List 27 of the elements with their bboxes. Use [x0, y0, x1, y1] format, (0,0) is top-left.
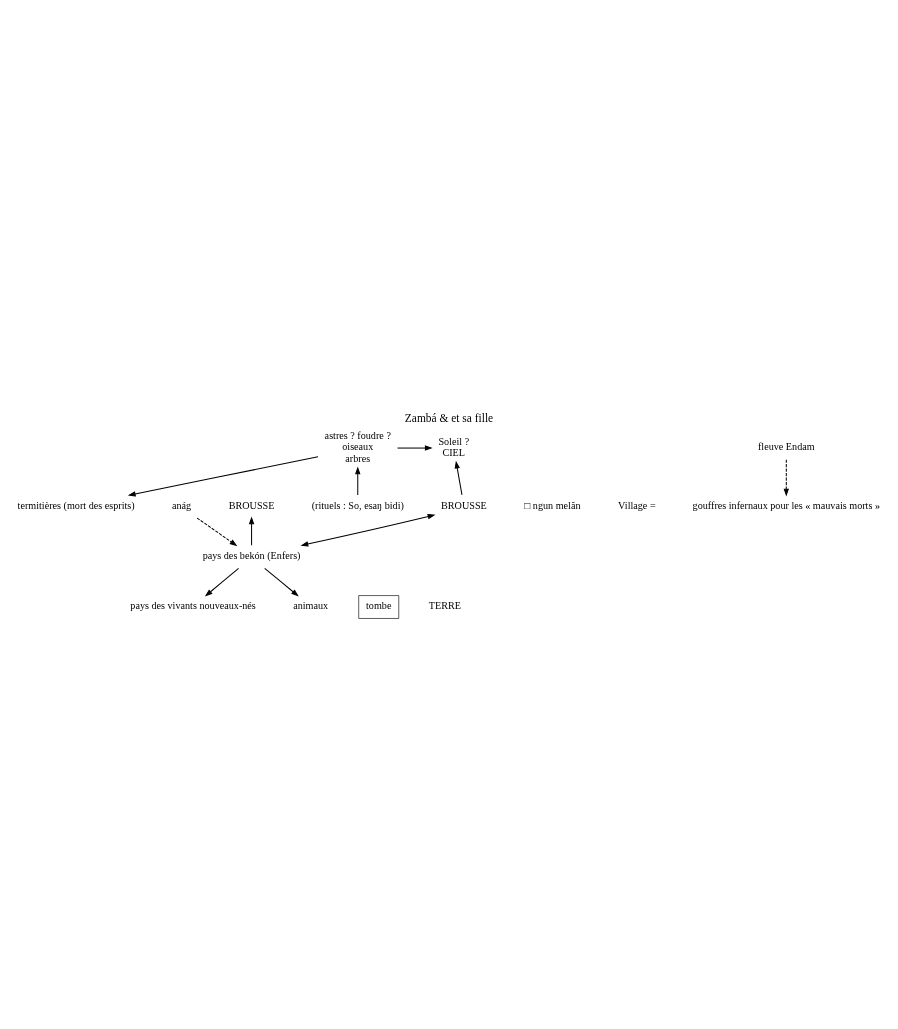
node-text: anág: [172, 499, 192, 511]
node-box: tombe: [358, 595, 400, 619]
node-text: □ ngun melăn: [524, 499, 581, 511]
node-text: pays des bekón (Enfers): [202, 550, 301, 562]
arrow: [300, 513, 436, 547]
diagram-title: Zambá & et sa fille: [404, 412, 494, 425]
arrow: [127, 456, 319, 497]
arrow: [196, 517, 238, 547]
node-text: Village =: [618, 499, 656, 511]
node-text: fleuve Endam: [757, 441, 815, 453]
node-text: BROUSSE: [441, 499, 487, 511]
node-text: Soleil ? CIEL: [438, 435, 470, 459]
arrow: [264, 567, 299, 597]
node-text: TERRE: [428, 600, 461, 612]
node-text: gouffres infernaux pour les « mauvais morts »: [692, 499, 880, 511]
arrow: [454, 460, 463, 496]
arrow: [397, 445, 433, 451]
node-text: termitières (mort des esprits): [17, 499, 135, 511]
arrow: [355, 466, 361, 496]
node-text: animaux: [293, 600, 329, 612]
node-text: BROUSSE: [228, 499, 275, 511]
arrow: [248, 516, 255, 546]
arrow: [783, 459, 790, 497]
node-text: pays des vivants nouveaux-nés: [130, 600, 256, 612]
arrow: [204, 567, 240, 597]
node-text: (rituels : So, esaŋ bidi): [311, 499, 404, 511]
node-text: astres ? foudre ? oiseaux arbres: [324, 430, 391, 464]
